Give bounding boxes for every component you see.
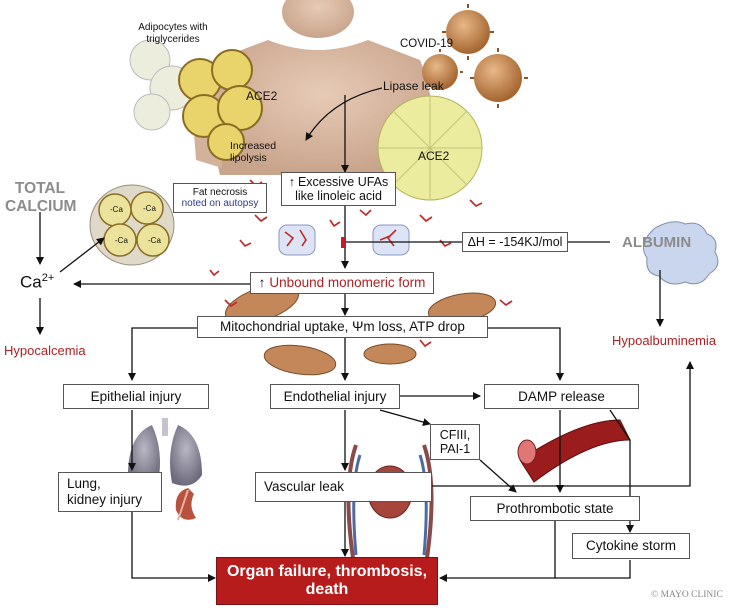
unbound-monomeric-box: ↑Unbound monomeric form	[250, 272, 434, 294]
fat-necrosis-box: Fat necrosis noted on autopsy	[173, 183, 267, 213]
pancreas-illustration	[377, 95, 483, 201]
calcium-bound-label-3: -Ca	[115, 236, 128, 245]
up-arrow-icon: ↑	[258, 275, 266, 291]
increased-lipolysis-label: Increased lipolysis	[230, 140, 277, 165]
lung-kidney-line2: kidney injury	[67, 492, 143, 507]
hypoalbuminemia-label: Hypoalbuminemia	[612, 333, 717, 348]
excessive-ufas-line1: ↑Excessive UFAs	[289, 175, 389, 189]
calcium-ion-label: Ca2+	[20, 272, 54, 292]
ace2-right-label: ACE2	[418, 149, 450, 163]
epithelial-injury-box: Epithelial injury	[63, 384, 209, 409]
endothelial-injury-box: Endothelial injury	[270, 384, 400, 409]
lungs-illustration	[128, 418, 202, 486]
mitochondrial-box: Mitochondrial uptake, Ψm loss, ATP drop	[197, 316, 488, 338]
lipase-leak-label: Lipase leak	[383, 79, 444, 93]
virus-illustration	[422, 4, 528, 108]
blood-vessel-illustration	[517, 419, 631, 483]
covid-label: COVID-19	[400, 38, 454, 50]
outcome-box: Organ failure, thrombosis, death	[216, 557, 438, 605]
calcium-bound-label-4: -Ca	[148, 236, 161, 245]
calcium-ion-charge: 2+	[41, 272, 55, 284]
excessive-ufas-line2: like linoleic acid	[295, 189, 382, 203]
adipocytes-label: Adipocytes with triglycerides	[138, 22, 208, 45]
albumin-label: ALBUMIN	[622, 234, 692, 251]
cfiii-box: CFIII, PAI-1	[430, 424, 480, 460]
lung-kidney-box: Lung, kidney injury	[58, 472, 162, 512]
albumin-illustration	[642, 221, 719, 285]
up-arrow-icon: ↑	[288, 174, 295, 189]
adipocytes-illustration	[129, 39, 263, 161]
fat-necrosis-illustration	[89, 184, 175, 266]
fat-necrosis-label: Fat necrosis	[192, 186, 248, 198]
ace2-left-label: ACE2	[246, 89, 278, 103]
heart-vessels-illustration	[346, 444, 434, 566]
calcium-ion-base: Ca	[20, 272, 42, 292]
ufa-complex-illustration	[278, 224, 410, 256]
kidney-illustration	[175, 488, 196, 521]
damp-release-box: DAMP release	[484, 384, 639, 409]
calcium-bound-label-1: -Ca	[110, 205, 123, 214]
calcium-bound-label-2: -Ca	[143, 204, 156, 213]
fat-necrosis-note: noted on autopsy	[181, 198, 259, 209]
cfiii-line2: PAI-1	[439, 442, 471, 456]
cfiii-line1: CFIII,	[439, 427, 471, 442]
prothrombotic-box: Prothrombotic state	[470, 496, 640, 521]
copyright-label: © MAYO CLINIC	[651, 590, 723, 600]
fatty-acid-squiggles	[209, 179, 513, 348]
excessive-ufas-box: ↑Excessive UFAs like linoleic acid	[281, 172, 396, 206]
cytokine-storm-box: Cytokine storm	[572, 533, 690, 559]
unbound-monomeric-label: Unbound monomeric form	[269, 275, 426, 291]
lung-kidney-line1: Lung,	[67, 476, 101, 492]
hypocalcemia-label: Hypocalcemia	[4, 343, 86, 358]
inhibition-bar	[341, 237, 346, 248]
enthalpy-box: ΔH = -154KJ/mol	[462, 232, 568, 252]
total-calcium-label: TOTAL CALCIUM	[5, 180, 77, 215]
excessive-ufas-text: Excessive UFAs	[297, 174, 389, 189]
mitochondria-illustration	[225, 284, 497, 376]
vascular-leak-box: Vascular leak	[255, 472, 432, 502]
